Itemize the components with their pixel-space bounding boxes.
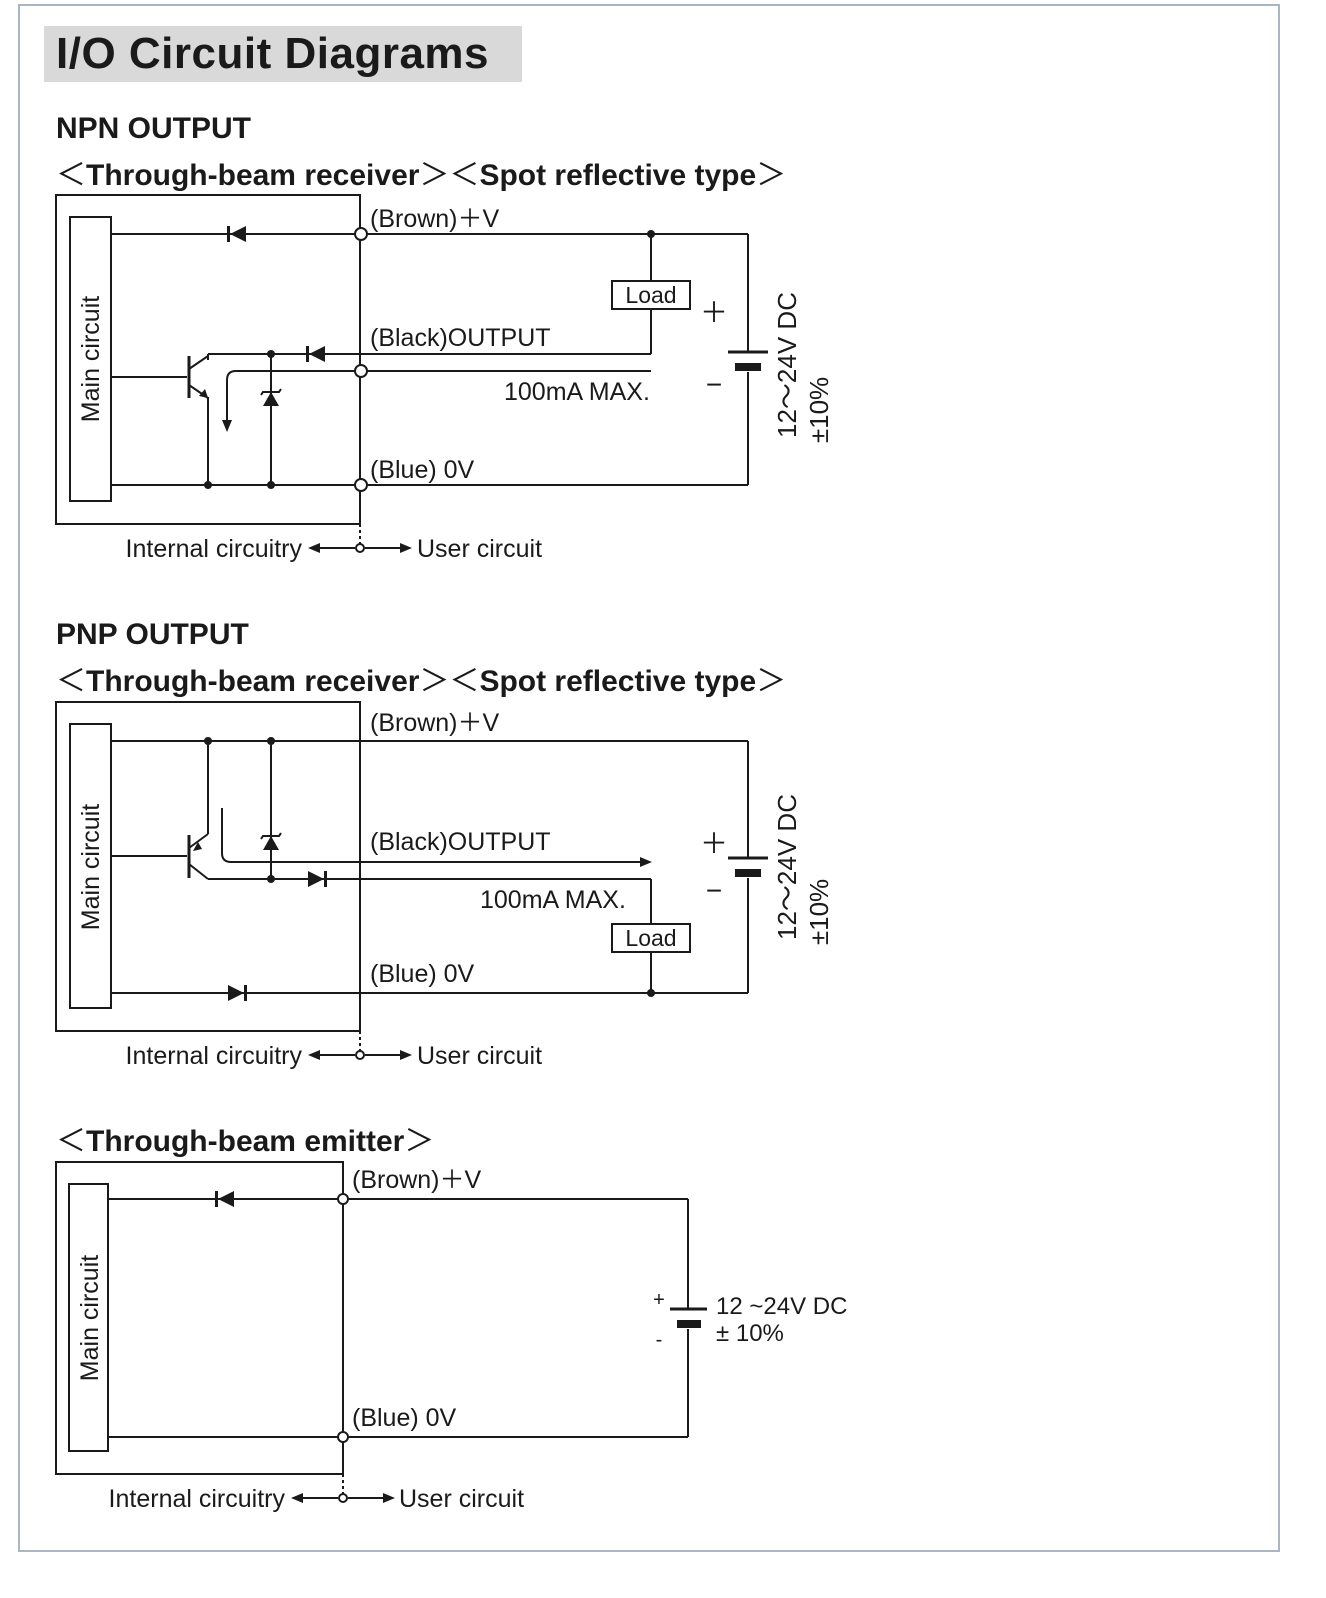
npn-supply-tolerance: ±10% — [804, 377, 834, 443]
emitter-main-circuit-box — [68, 1183, 109, 1452]
pnp-subtitle-left: Through-beam receiver — [86, 665, 420, 698]
emitter-user-label: User circuit — [399, 1485, 524, 1513]
npn-subtitle-left: Through-beam receiver — [86, 159, 420, 192]
title-band — [44, 26, 522, 82]
emitter-plus-sign: + — [653, 1289, 665, 1311]
emitter-internal-label: Internal circuitry — [109, 1485, 286, 1513]
npn-internal-label: Internal circuitry — [126, 535, 303, 563]
pnp-plus-sign: ＋ — [700, 828, 728, 859]
pnp-main-circuit-label: Main circuit — [77, 804, 105, 930]
npn-subtitle: ＜Through-beam receiver＞＜Spot reflective … — [56, 159, 787, 192]
npn-blue-label: (Blue) 0V — [370, 456, 475, 484]
npn-load-label: Load — [625, 282, 676, 308]
pnp-black-label: (Black)OUTPUT — [370, 828, 551, 856]
pnp-load-label: Load — [625, 925, 676, 951]
emitter-blue-label: (Blue) 0V — [352, 1404, 457, 1432]
npn-minus-sign: − — [706, 369, 722, 400]
pnp-blue-label: (Blue) 0V — [370, 960, 475, 988]
page-frame — [18, 4, 1280, 1552]
npn-diagram: Main circuit (Brown)＋V (Black)OUTPUT (Bl… — [55, 194, 834, 563]
pnp-main-circuit-box — [69, 723, 112, 1009]
npn-user-label: User circuit — [417, 535, 542, 563]
npn-max-current: 100mA MAX. — [504, 378, 650, 406]
pnp-subtitle: ＜Through-beam receiver＞＜Spot reflective … — [56, 665, 787, 698]
pnp-internal-label: Internal circuitry — [126, 1042, 303, 1070]
pnp-subtitle-right: Spot reflective type — [479, 665, 757, 698]
pnp-internal-box — [55, 701, 361, 1032]
emitter-main-circuit-label: Main circuit — [76, 1255, 104, 1381]
emitter-minus-sign: - — [656, 1329, 663, 1351]
pnp-diagram: Main circuit (Brown)＋V (Black)OUTPUT (Bl… — [55, 701, 834, 1070]
pnp-max-current: 100mA MAX. — [480, 886, 626, 914]
npn-heading: NPN OUTPUT — [56, 112, 251, 145]
npn-brown-label: (Brown)＋V — [370, 205, 500, 233]
emitter-subtitle-text: Through-beam emitter — [86, 1125, 405, 1158]
pnp-supply-voltage: 12～24V DC — [772, 794, 802, 940]
emitter-diagram: Main circuit (Brown)＋V (Blue) 0V + - 12 … — [55, 1161, 847, 1513]
npn-subtitle-right: Spot reflective type — [479, 159, 757, 192]
pnp-supply-tolerance: ±10% — [804, 879, 834, 945]
pnp-minus-sign: − — [706, 875, 722, 906]
npn-plus-sign: ＋ — [700, 297, 728, 328]
emitter-brown-label: (Brown)＋V — [352, 1166, 482, 1194]
pnp-load-box — [611, 923, 691, 953]
emitter-supply-tolerance: ± 10% — [716, 1320, 784, 1347]
pnp-user-label: User circuit — [417, 1042, 542, 1070]
npn-main-circuit-label: Main circuit — [77, 296, 105, 422]
emitter-internal-box — [55, 1161, 344, 1475]
npn-main-circuit-box — [69, 216, 112, 502]
npn-load-box — [611, 280, 691, 310]
pnp-heading: PNP OUTPUT — [56, 618, 249, 651]
emitter-subtitle: ＜Through-beam emitter＞ — [56, 1125, 435, 1158]
npn-supply-voltage: 12～24V DC — [772, 292, 802, 438]
npn-black-label: (Black)OUTPUT — [370, 324, 551, 352]
page-title: I/O Circuit Diagrams — [56, 29, 490, 78]
npn-internal-box — [55, 194, 361, 525]
emitter-supply-voltage: 12 ~24V DC — [716, 1293, 847, 1320]
pnp-brown-label: (Brown)＋V — [370, 709, 500, 737]
